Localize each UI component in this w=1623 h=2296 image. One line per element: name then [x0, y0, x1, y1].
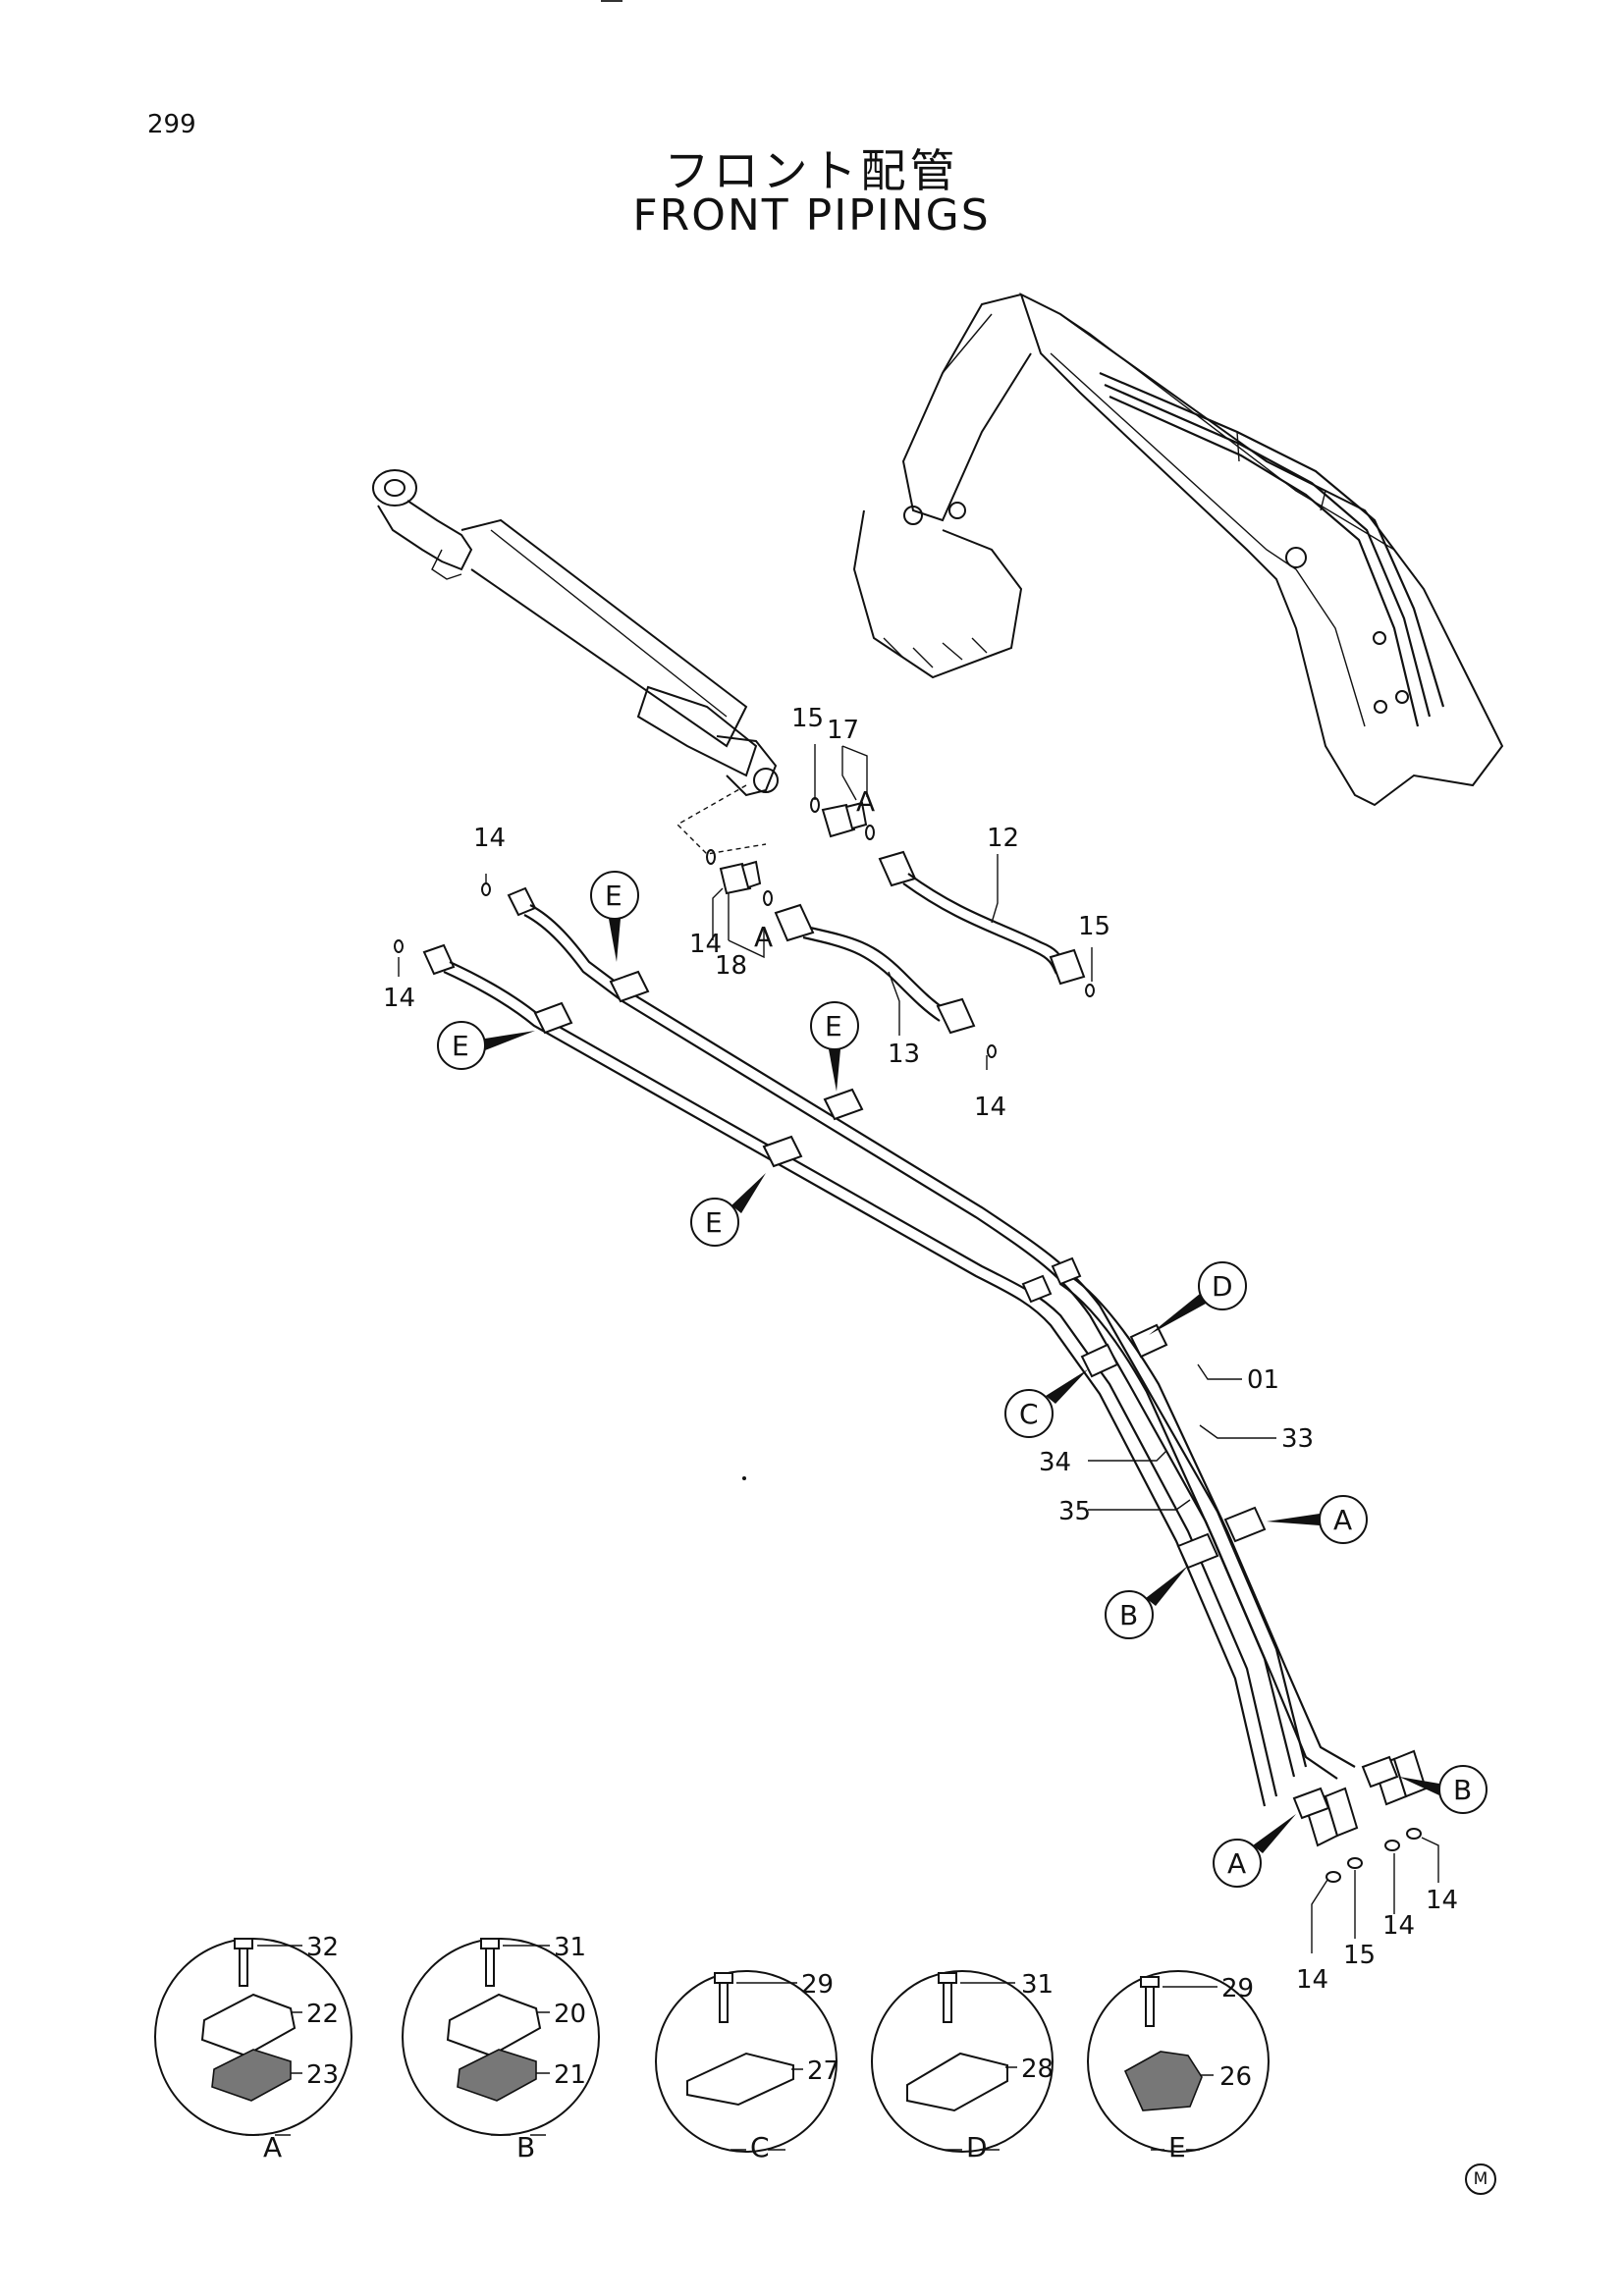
ref-b-mid: B: [1119, 1599, 1138, 1631]
long-pipes: [422, 886, 1428, 1883]
callout-14-d: 14: [974, 1093, 1006, 1122]
detail-b-21: 21: [554, 2060, 586, 2090]
ref-b-bottom: B: [1453, 1774, 1472, 1806]
callout-15-bottom: 15: [1343, 1941, 1376, 1970]
detail-b-label: B: [516, 2131, 535, 2163]
ref-e-1: E: [605, 880, 622, 912]
callout-35: 35: [1058, 1497, 1091, 1526]
ref-a-17: A: [856, 785, 875, 818]
excavator-overview: [852, 293, 1504, 807]
leader-dashed-line: [676, 784, 767, 855]
ref-a-18: A: [754, 921, 773, 953]
detail-d-28: 28: [1021, 2055, 1054, 2084]
callout-15-right: 15: [1078, 912, 1110, 941]
callout-12: 12: [987, 824, 1019, 853]
detail-d-label: D: [966, 2131, 988, 2163]
detail-a: 32 22 23 A: [154, 1933, 352, 2163]
callout-17: 17: [827, 716, 859, 745]
callout-33: 33: [1281, 1424, 1314, 1454]
callout-14-c: 14: [689, 930, 722, 959]
detail-b: 31 20 21 B: [402, 1933, 600, 2163]
hose-13: [774, 903, 976, 1035]
hose-12: [878, 850, 1086, 986]
callout-14-a: 14: [473, 824, 506, 853]
callout-labels: 15 17 12 15 14 14 14 18 13 14 01 33 34 3…: [383, 704, 1458, 1995]
detail-e-29: 29: [1221, 1974, 1254, 2003]
callout-14-b: 14: [383, 984, 415, 1013]
callout-14-e: 14: [1296, 1965, 1328, 1995]
detail-e-26: 26: [1219, 2062, 1252, 2092]
ref-e-4: E: [705, 1206, 723, 1239]
ref-a-mid: A: [1333, 1504, 1352, 1536]
detail-c-label: C: [750, 2131, 770, 2163]
callout-15-top: 15: [791, 704, 824, 733]
callout-leaders: [398, 744, 1439, 1953]
ref-c: C: [1019, 1398, 1039, 1430]
detail-a-label: A: [263, 2131, 282, 2163]
detail-e-label: E: [1168, 2131, 1186, 2163]
detail-c: 29 27 C: [655, 1970, 839, 2163]
callout-18: 18: [715, 951, 747, 981]
callout-01: 01: [1247, 1365, 1279, 1395]
top-mark: [601, 0, 622, 2]
fittings-group: [394, 797, 1095, 1058]
page-number: 299: [147, 110, 196, 139]
detail-c-27: 27: [807, 2056, 839, 2086]
detail-c-29: 29: [801, 1970, 834, 2000]
ref-e-2: E: [452, 1030, 469, 1062]
m-mark-icon: M: [1465, 2163, 1496, 2195]
hydraulic-cylinder: [372, 469, 779, 797]
detail-b-20: 20: [554, 2000, 586, 2029]
detail-d: 31 28 D: [871, 1970, 1054, 2163]
detail-a-22: 22: [306, 2000, 339, 2029]
ref-e-3: E: [825, 1010, 842, 1042]
detail-b-31: 31: [554, 1933, 586, 1962]
speck: [742, 1476, 746, 1480]
callout-14-f: 14: [1382, 1911, 1415, 1941]
title-english: FRONT PIPINGS: [632, 190, 991, 240]
title-japanese: フロント配管: [664, 144, 959, 197]
ref-circles: E E E E D C A B B A: [437, 871, 1488, 1888]
callout-13: 13: [888, 1040, 920, 1069]
detail-a-32: 32: [306, 1933, 339, 1962]
pipe-clamps: [533, 970, 1399, 1820]
detail-d-31: 31: [1021, 1970, 1054, 2000]
callout-14-g: 14: [1426, 1886, 1458, 1915]
detail-a-23: 23: [306, 2060, 339, 2090]
ref-d: D: [1212, 1270, 1233, 1303]
detail-e: 29 26 E: [1087, 1970, 1270, 2163]
ref-a-bottom: A: [1227, 1847, 1246, 1880]
callout-34: 34: [1039, 1448, 1071, 1477]
